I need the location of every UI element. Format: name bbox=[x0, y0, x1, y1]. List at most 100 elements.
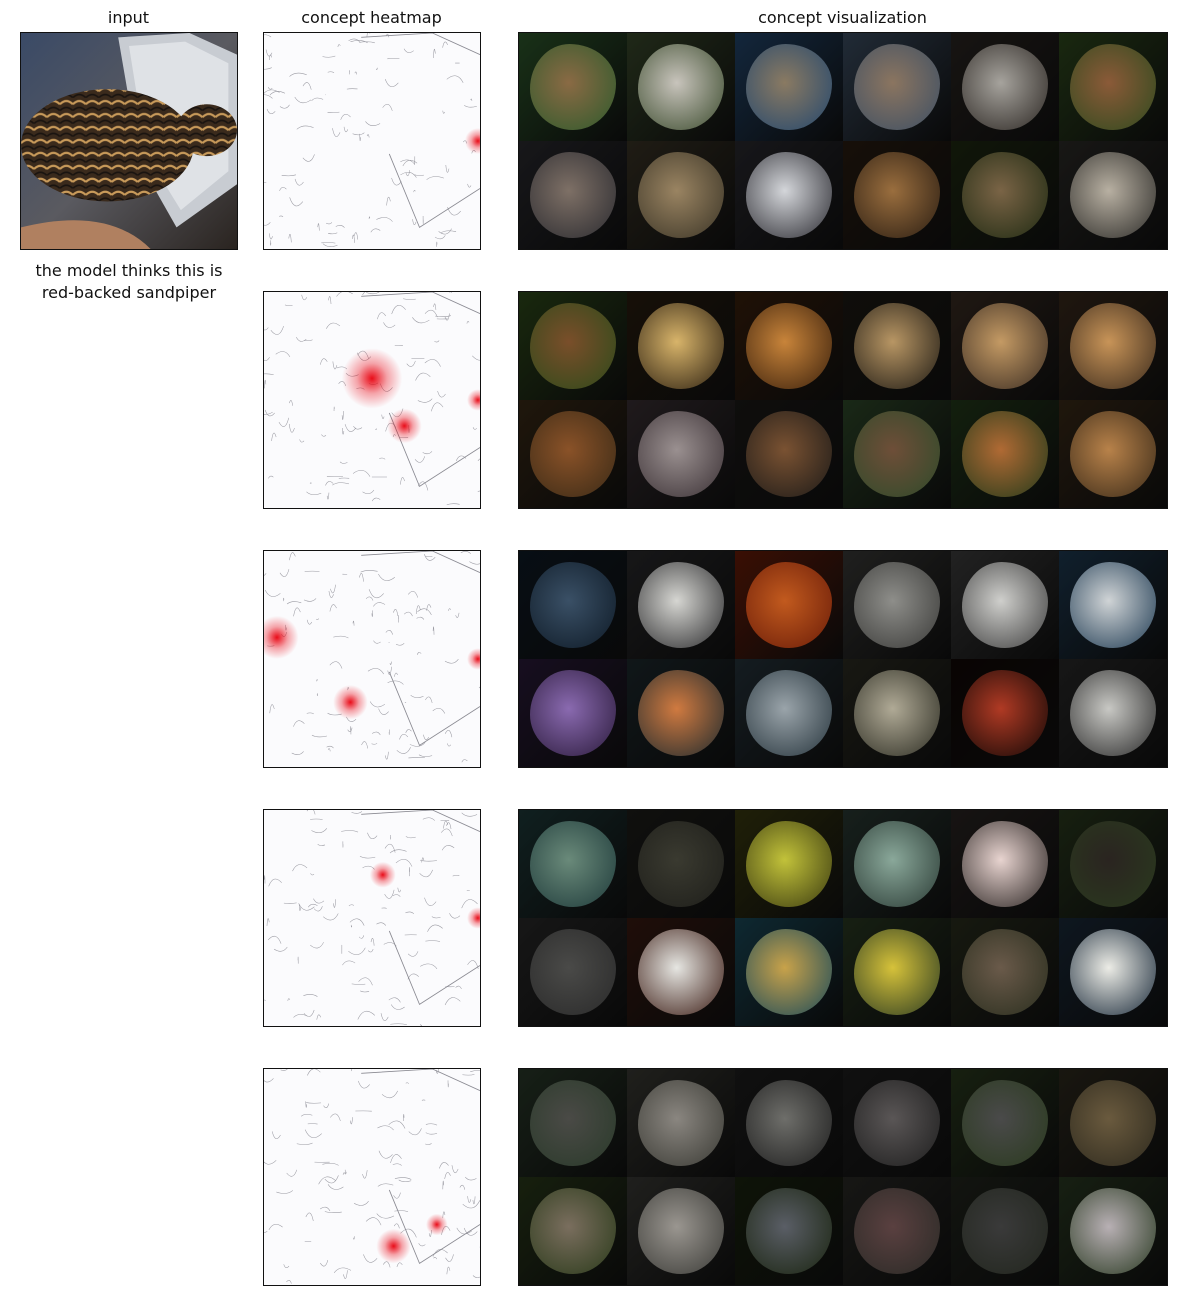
heatmap-edge-stroke bbox=[343, 1270, 348, 1279]
heatmap-edge-stroke bbox=[422, 451, 433, 455]
heatmap-edge-stroke bbox=[360, 990, 370, 993]
heatmap-edge-stroke bbox=[351, 983, 366, 985]
input-photo bbox=[21, 33, 237, 249]
patch-concept-region bbox=[853, 669, 941, 757]
example-patch bbox=[519, 659, 627, 767]
heatmap-edge-stroke bbox=[425, 1132, 438, 1135]
heatmap-edge-stroke bbox=[393, 609, 399, 616]
patch-concept-region bbox=[961, 410, 1049, 498]
heatmap-edge-stroke bbox=[329, 604, 337, 612]
heatmap-edge-stroke bbox=[433, 1257, 437, 1260]
heatmap-edge-stroke bbox=[441, 845, 455, 851]
heatmap-edge-stroke bbox=[456, 1227, 473, 1235]
example-patch-grid bbox=[519, 1069, 1167, 1285]
heatmap-edge-stroke bbox=[384, 751, 389, 760]
patch-concept-region bbox=[1069, 669, 1157, 757]
heatmap-edge-stroke bbox=[296, 125, 314, 130]
heatmap-edge-stroke bbox=[316, 679, 318, 682]
heatmap-edge-stroke bbox=[353, 232, 359, 240]
heatmap-edge-stroke bbox=[279, 104, 290, 109]
heatmap-edge-stroke bbox=[420, 1023, 423, 1026]
heatmap-edge-stroke bbox=[278, 417, 289, 427]
heatmap-edge-stroke bbox=[424, 359, 441, 367]
example-patch bbox=[951, 1069, 1059, 1177]
patch-concept-region bbox=[745, 1079, 833, 1167]
heatmap-hotspot bbox=[341, 348, 403, 409]
heatmap-edge-stroke bbox=[326, 492, 330, 500]
heatmap-edge-stroke bbox=[289, 552, 296, 561]
heatmap-edge-stroke bbox=[472, 355, 480, 361]
heatmap-edge-stroke bbox=[264, 94, 273, 99]
heatmap-edge-stroke bbox=[264, 411, 273, 415]
heatmap-edge-stroke bbox=[333, 1267, 352, 1273]
heatmap-edge-stroke bbox=[341, 830, 359, 833]
heatmap-edge-stroke bbox=[349, 918, 365, 926]
heatmap-edge-stroke bbox=[368, 589, 384, 599]
concept-visualization-4 bbox=[518, 809, 1168, 1027]
heatmap-edge-stroke bbox=[351, 234, 355, 243]
example-patch bbox=[843, 918, 951, 1026]
heatmap-edge-stroke bbox=[301, 294, 308, 301]
heatmap-edge-stroke bbox=[405, 911, 415, 915]
heatmap-edge-stroke bbox=[322, 243, 338, 247]
concept-visualization-5 bbox=[518, 1068, 1168, 1286]
heatmap-edge-stroke bbox=[477, 458, 480, 462]
heatmap-edge-stroke bbox=[310, 942, 324, 949]
heatmap-edge-stroke bbox=[349, 1117, 353, 1125]
heatmap-edge-stroke bbox=[304, 1129, 322, 1138]
heatmap-object-outline bbox=[361, 810, 480, 1006]
heatmap-edge-stroke bbox=[359, 41, 375, 44]
heatmap-edge-stroke bbox=[418, 754, 433, 757]
heatmap-edge-stroke bbox=[463, 1227, 478, 1236]
heatmap-edge-stroke bbox=[304, 570, 320, 573]
heatmap-edge-stroke bbox=[442, 1180, 444, 1190]
heatmap-edge-stroke bbox=[380, 1013, 389, 1021]
heatmap-edge-stroke bbox=[296, 1142, 313, 1145]
example-patch bbox=[951, 141, 1059, 249]
heatmap-edge-stroke bbox=[264, 379, 267, 389]
example-patch bbox=[627, 1177, 735, 1285]
example-patch bbox=[843, 551, 951, 659]
patch-concept-region bbox=[745, 410, 833, 498]
example-patch bbox=[843, 292, 951, 400]
heatmap-edge-stroke bbox=[311, 828, 328, 833]
heatmap-hotspot bbox=[464, 128, 480, 154]
heatmap-edge-stroke bbox=[264, 999, 266, 1001]
example-patch bbox=[1059, 292, 1167, 400]
heatmap-edge-stroke bbox=[461, 759, 468, 763]
example-patch bbox=[843, 659, 951, 767]
heatmap-edge-stroke bbox=[437, 390, 446, 398]
heatmap-edge-stroke bbox=[438, 228, 452, 235]
heatmap-edge-stroke bbox=[376, 1213, 395, 1219]
heatmap-edge-stroke bbox=[425, 1123, 438, 1126]
heatmap-canvas bbox=[264, 33, 480, 249]
heatmap-edge-stroke bbox=[445, 164, 450, 173]
heatmap-edge-stroke bbox=[425, 696, 433, 704]
heatmap-edge-stroke bbox=[430, 402, 444, 412]
example-patch bbox=[735, 918, 843, 1026]
heatmap-edge-stroke bbox=[472, 1196, 476, 1205]
heatmap-edge-stroke bbox=[367, 948, 374, 953]
heatmap-edge-stroke bbox=[352, 132, 365, 136]
heatmap-edge-stroke bbox=[461, 899, 478, 909]
example-patch bbox=[1059, 810, 1167, 918]
heatmap-edge-stroke bbox=[365, 596, 374, 601]
heatmap-canvas bbox=[264, 292, 480, 508]
heatmap-edge-stroke bbox=[264, 357, 270, 361]
example-patch bbox=[843, 1177, 951, 1285]
heatmap-edge-stroke bbox=[461, 812, 478, 817]
heatmap-edge-stroke bbox=[379, 457, 386, 460]
heatmap-edge-stroke bbox=[389, 661, 392, 665]
heatmap-edge-stroke bbox=[308, 903, 318, 908]
patch-concept-region bbox=[529, 820, 617, 908]
heatmap-edge-stroke bbox=[376, 217, 393, 222]
example-patch bbox=[843, 33, 951, 141]
heatmap-edge-stroke bbox=[303, 339, 313, 341]
heatmap-edge-stroke bbox=[421, 1099, 426, 1101]
heatmap-edge-stroke bbox=[305, 1212, 314, 1222]
heatmap-edge-stroke bbox=[335, 225, 345, 228]
heatmap-edge-stroke bbox=[294, 178, 304, 186]
concept-heatmap-3 bbox=[263, 550, 481, 768]
heatmap-edge-stroke bbox=[377, 1183, 394, 1187]
heatmap-edge-stroke bbox=[424, 309, 438, 318]
